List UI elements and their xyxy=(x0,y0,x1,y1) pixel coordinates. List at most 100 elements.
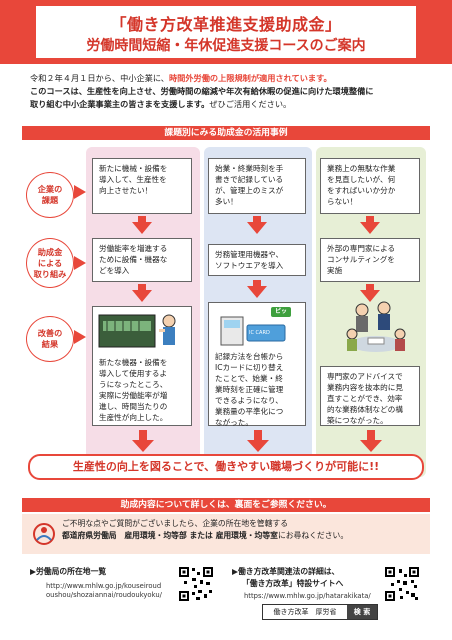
contact-line-2-bold: 都道府県労働局 雇用環境・均等部 または 雇用環境・均等室 xyxy=(62,531,278,540)
card-line: 導入して、生産性を xyxy=(99,175,167,184)
card-line: 業時刻を正確に管理 xyxy=(215,385,284,394)
row-label-action: 助成金 による 取り組み xyxy=(26,238,74,288)
card-line: 業務上の無駄な作業 xyxy=(327,164,396,173)
search-box[interactable]: 働き方改革 厚労省 検 索 xyxy=(262,604,378,620)
mhlw-logo-icon xyxy=(33,523,55,545)
card-line: が、管理上のミスが xyxy=(215,186,284,195)
labour-bureau-url-line[interactable]: oushou/shozaiannai/roudoukyoku/ xyxy=(46,591,162,599)
row-label-result-line: 結果 xyxy=(41,339,59,349)
hatarakikata-label-2: 「働き方改革」特設サイトへ xyxy=(242,579,344,588)
card-line: 業務内容を抜本的に見 xyxy=(327,383,403,392)
case-1-action-card: 労働能率を増進する ために設備・機器な どを導入 xyxy=(92,238,192,282)
row-label-action-line: 取り組み xyxy=(33,268,67,279)
header-banner: 「働き方改革推進支援助成金」 労働時間短縮・年休促進支援コースのご案内 xyxy=(0,0,452,64)
search-keywords[interactable]: 働き方改革 厚労省 xyxy=(273,608,337,616)
hatarakikata-url[interactable]: https://www.mhlw.go.jp/hatarakikata/ xyxy=(244,592,371,600)
case-2-arrow-2 xyxy=(247,286,267,298)
card-line: 専門家のアドバイスで xyxy=(327,372,403,381)
row-label-action-line: による xyxy=(37,257,63,268)
labour-bureau-url[interactable]: http://www.mhlw.go.jp/kouseiroud oushou/… xyxy=(46,582,162,600)
case-2-issue-card: 始業・終業時刻を手 書きで記録している が、管理上のミスが 多い！ xyxy=(208,158,306,214)
card-line: 進し、時間当たりの xyxy=(99,402,168,411)
card-line: ながった。 xyxy=(215,418,253,427)
row-label-issue-line: 課題 xyxy=(41,195,59,205)
case-2-arrow-stem-2 xyxy=(253,280,261,286)
case-3-result-card: 専門家のアドバイスで 業務内容を抜本的に見 直すことができ、効率 的な業務体制な… xyxy=(320,366,420,426)
labour-bureau-url-line[interactable]: http://www.mhlw.go.jp/kouseiroud xyxy=(46,582,162,590)
case-2-arrow-1 xyxy=(247,222,267,234)
card-line: うになったところ、 xyxy=(99,380,168,389)
card-line: 記録方法を台帳から xyxy=(215,352,284,361)
card-line: 実際に労働能率が増 xyxy=(99,391,168,400)
case-1-issue-card: 新たに機械・設備を 導入して、生産性を 向上させたい！ xyxy=(92,158,192,214)
contact-line-2-rest: にお尋ねください。 xyxy=(277,531,349,540)
row-label-issue-line: 企業の xyxy=(37,184,63,194)
card-line: をすればいいか分か xyxy=(327,186,396,195)
card-line: 始業・終業時刻を手 xyxy=(215,164,284,173)
card-line: ために設備・機器な xyxy=(99,255,168,264)
card-line: 外部の専門家による xyxy=(327,244,396,253)
case-1-arrow-1 xyxy=(132,222,152,234)
row-label-action-line: 助成金 xyxy=(37,246,63,257)
intro-line-3-rest: ぜひご活用ください。 xyxy=(209,99,292,109)
consultant-meeting-icon xyxy=(346,301,406,352)
card-line: 導入して使用するよ xyxy=(99,369,168,378)
case-1-result-card: 新たな機器・設備を 導入して使用するよ うになったところ、 実際に労働能率が増 … xyxy=(92,306,192,426)
row-arrow-action xyxy=(74,256,86,270)
banner-arrow-3 xyxy=(360,430,382,452)
qr-code-hatarakikata-icon xyxy=(384,566,420,602)
intro-text: 令和２年４月１日から、中小企業に、時間外労働の上限規制が適用されています。 この… xyxy=(30,72,430,111)
intro-line-2: このコースは、生産性を向上させ、労働時間の縮減や年次有給休暇の促進に向けた環境整… xyxy=(30,85,430,98)
case-3-arrow-1 xyxy=(360,222,380,234)
intro-line-1: 令和２年４月１日から、中小企業に、時間外労働の上限規制が適用されています。 xyxy=(30,72,430,85)
case-3-issue-card: 業務上の無駄な作業 を見直したいが、何 をすればいいか分か らない！ xyxy=(320,158,420,214)
qr-code-labour-bureau-icon xyxy=(178,566,214,602)
search-button[interactable]: 検 索 xyxy=(347,605,377,619)
row-arrow-result xyxy=(74,330,86,344)
card-line: らない！ xyxy=(327,197,358,206)
card-line: 向上させたい！ xyxy=(99,186,153,195)
card-line: できるようになり、 xyxy=(215,396,283,405)
card-line: ICカードに切り替え xyxy=(215,363,284,372)
card-line: 書きで記録している xyxy=(215,175,284,184)
card-line: 直すことができ、効率 xyxy=(327,394,403,403)
cases-section-title: 課題別にみる助成金の活用事例 xyxy=(22,126,430,140)
intro-line-3-bold: 取り組む中小企業事業主の皆さまを支援します。 xyxy=(30,99,210,109)
banner-arrow-1 xyxy=(132,430,154,452)
intro-line-1-highlight: 時間外労働の上限規制が適用されています。 xyxy=(168,73,332,83)
card-line: どを導入 xyxy=(99,266,130,275)
case-1-arrow-stem-2 xyxy=(138,284,146,290)
card-line: 新たに機械・設備を xyxy=(99,164,168,173)
ic-card-reader-icon xyxy=(220,307,291,346)
row-label-issue: 企業の 課題 xyxy=(26,172,74,218)
page-title: 「働き方改革推進支援助成金」 xyxy=(110,15,342,34)
factory-machine-icon xyxy=(98,314,176,348)
page-subtitle: 労働時間短縮・年休促進支援コースのご案内 xyxy=(86,38,366,54)
row-label-result-line: 改善の xyxy=(37,328,63,338)
case-3-arrow-2 xyxy=(360,290,380,302)
case-1-arrow-stem-1 xyxy=(138,216,146,222)
ic-card-label: IC CARD xyxy=(249,330,270,336)
card-line: ソフトウエアを導入 xyxy=(215,261,284,270)
banner-arrow-2 xyxy=(247,430,269,452)
contact-text: ご不明な点やご質問がございましたら、企業の所在地を管轄する 都道府県労働局 雇用… xyxy=(62,518,422,542)
case-2-arrow-stem-1 xyxy=(253,216,261,222)
card-line: を見直したいが、何 xyxy=(327,175,396,184)
ic-beep-label: ピッ xyxy=(275,308,288,315)
productivity-banner: 生産性の向上を図ることで、働きやすい職場づくりが可能に!! xyxy=(28,454,424,480)
card-line: 労働能率を増進する xyxy=(99,244,168,253)
row-arrow-issue xyxy=(74,185,86,199)
intro-line-2-text: このコースは、生産性を向上させ、労働時間の縮減や年次有給休暇の促進に向けた環境整… xyxy=(30,86,374,96)
labour-bureau-list-label: ▶労働局の所在地一覧 xyxy=(30,567,107,576)
row-label-result: 改善の 結果 xyxy=(26,316,74,362)
case-3-action-card: 外部の専門家による コンサルティングを 実施 xyxy=(320,238,420,282)
card-line: 的な業務体制などの構 xyxy=(327,405,403,414)
card-line: 実施 xyxy=(327,266,343,275)
card-line: 業務量の平準化につ xyxy=(215,407,284,416)
card-line: たことで、始業・終 xyxy=(215,374,283,383)
contact-box: ご不明な点やご質問がございましたら、企業の所在地を管轄する 都道府県労働局 雇用… xyxy=(22,514,430,554)
case-2-result-card: ピッ IC CARD 記録方法を台帳から ICカードに切り替え たことで、始業・… xyxy=(208,302,306,427)
card-line: 多い！ xyxy=(215,197,238,206)
card-line: 労務管理用機器や、 xyxy=(215,250,284,259)
case-3-arrow-stem-1 xyxy=(366,216,374,222)
